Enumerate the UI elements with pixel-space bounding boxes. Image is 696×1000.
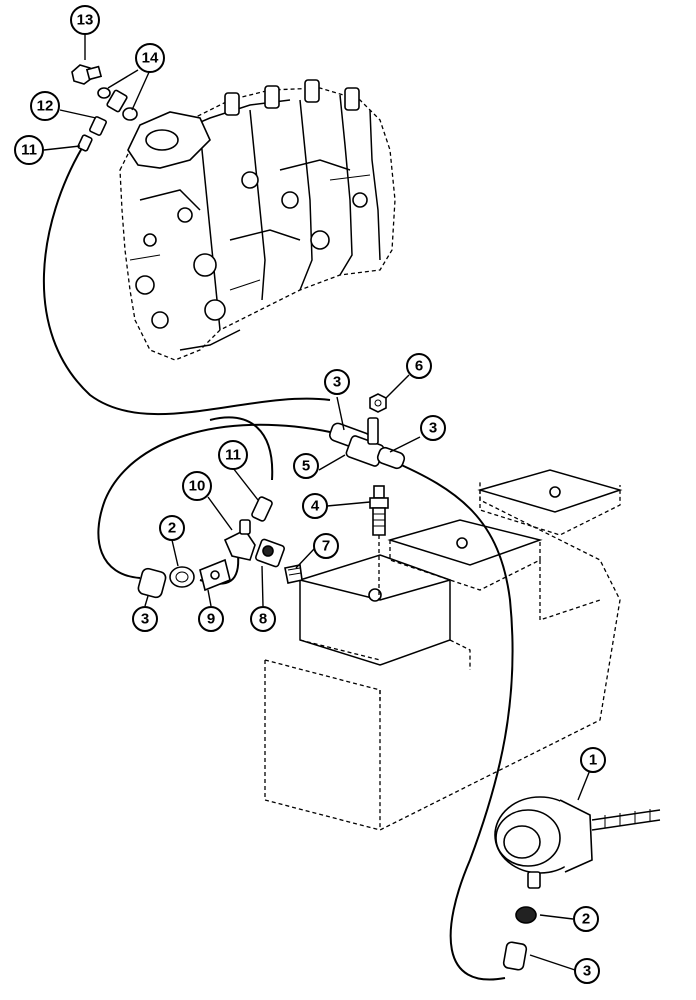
callout-label: 7 bbox=[322, 538, 330, 555]
callout-4: 4 bbox=[302, 493, 328, 519]
callout-2-upper: 2 bbox=[159, 515, 185, 541]
callout-label: 9 bbox=[207, 611, 215, 628]
callout-3-tee-right: 3 bbox=[420, 415, 446, 441]
callout-1: 1 bbox=[580, 747, 606, 773]
callout-label: 3 bbox=[141, 611, 149, 628]
callout-label: 5 bbox=[302, 458, 310, 475]
leader-lines bbox=[43, 34, 591, 971]
callout-11-lower: 11 bbox=[218, 440, 248, 470]
callout-label: 13 bbox=[77, 12, 94, 29]
hose-clamp bbox=[169, 566, 195, 588]
adapter bbox=[255, 538, 285, 568]
callout-label: 11 bbox=[21, 142, 37, 159]
hose-clamp-lower bbox=[515, 906, 537, 924]
callout-label: 10 bbox=[189, 478, 206, 495]
callout-label: 2 bbox=[582, 911, 590, 928]
callout-6: 6 bbox=[406, 353, 432, 379]
callout-3-lower: 3 bbox=[574, 958, 600, 984]
callout-10: 10 bbox=[182, 471, 212, 501]
wastegate-actuator bbox=[494, 796, 661, 889]
callout-label: 6 bbox=[415, 358, 423, 375]
callout-label: 11 bbox=[225, 447, 241, 464]
elbow-fitting bbox=[223, 519, 256, 561]
callout-11-upper: 11 bbox=[14, 135, 44, 165]
callout-label: 2 bbox=[168, 520, 176, 537]
callout-label: 14 bbox=[142, 50, 159, 67]
callout-14: 14 bbox=[135, 43, 165, 73]
callout-label: 3 bbox=[429, 420, 437, 437]
tee-fitting bbox=[329, 417, 406, 470]
hoses bbox=[43, 147, 514, 981]
bracket bbox=[199, 558, 231, 592]
engine-block bbox=[264, 469, 623, 831]
callout-label: 8 bbox=[259, 611, 267, 628]
callout-5: 5 bbox=[293, 453, 319, 479]
callout-label: 1 bbox=[589, 752, 597, 769]
callout-3-tee-left: 3 bbox=[324, 369, 350, 395]
callout-9: 9 bbox=[198, 606, 224, 632]
banjo-bolt bbox=[284, 564, 303, 584]
callout-label: 12 bbox=[37, 98, 54, 115]
banjo-fitting-group bbox=[71, 64, 138, 152]
callout-8: 8 bbox=[250, 606, 276, 632]
injection-pump bbox=[119, 79, 396, 361]
hose-piece bbox=[137, 567, 167, 599]
callout-2-lower: 2 bbox=[573, 906, 599, 932]
callout-label: 4 bbox=[311, 498, 320, 515]
callout-7: 7 bbox=[313, 533, 339, 559]
callout-3-left: 3 bbox=[132, 606, 158, 632]
hose-nipple bbox=[369, 485, 389, 600]
callout-label: 3 bbox=[333, 374, 341, 391]
nut bbox=[369, 393, 387, 413]
callout-13: 13 bbox=[70, 5, 100, 35]
straight-fitting bbox=[251, 496, 273, 522]
hose-piece-lower bbox=[502, 941, 528, 971]
callout-label: 3 bbox=[583, 963, 591, 980]
callout-12: 12 bbox=[30, 91, 60, 121]
